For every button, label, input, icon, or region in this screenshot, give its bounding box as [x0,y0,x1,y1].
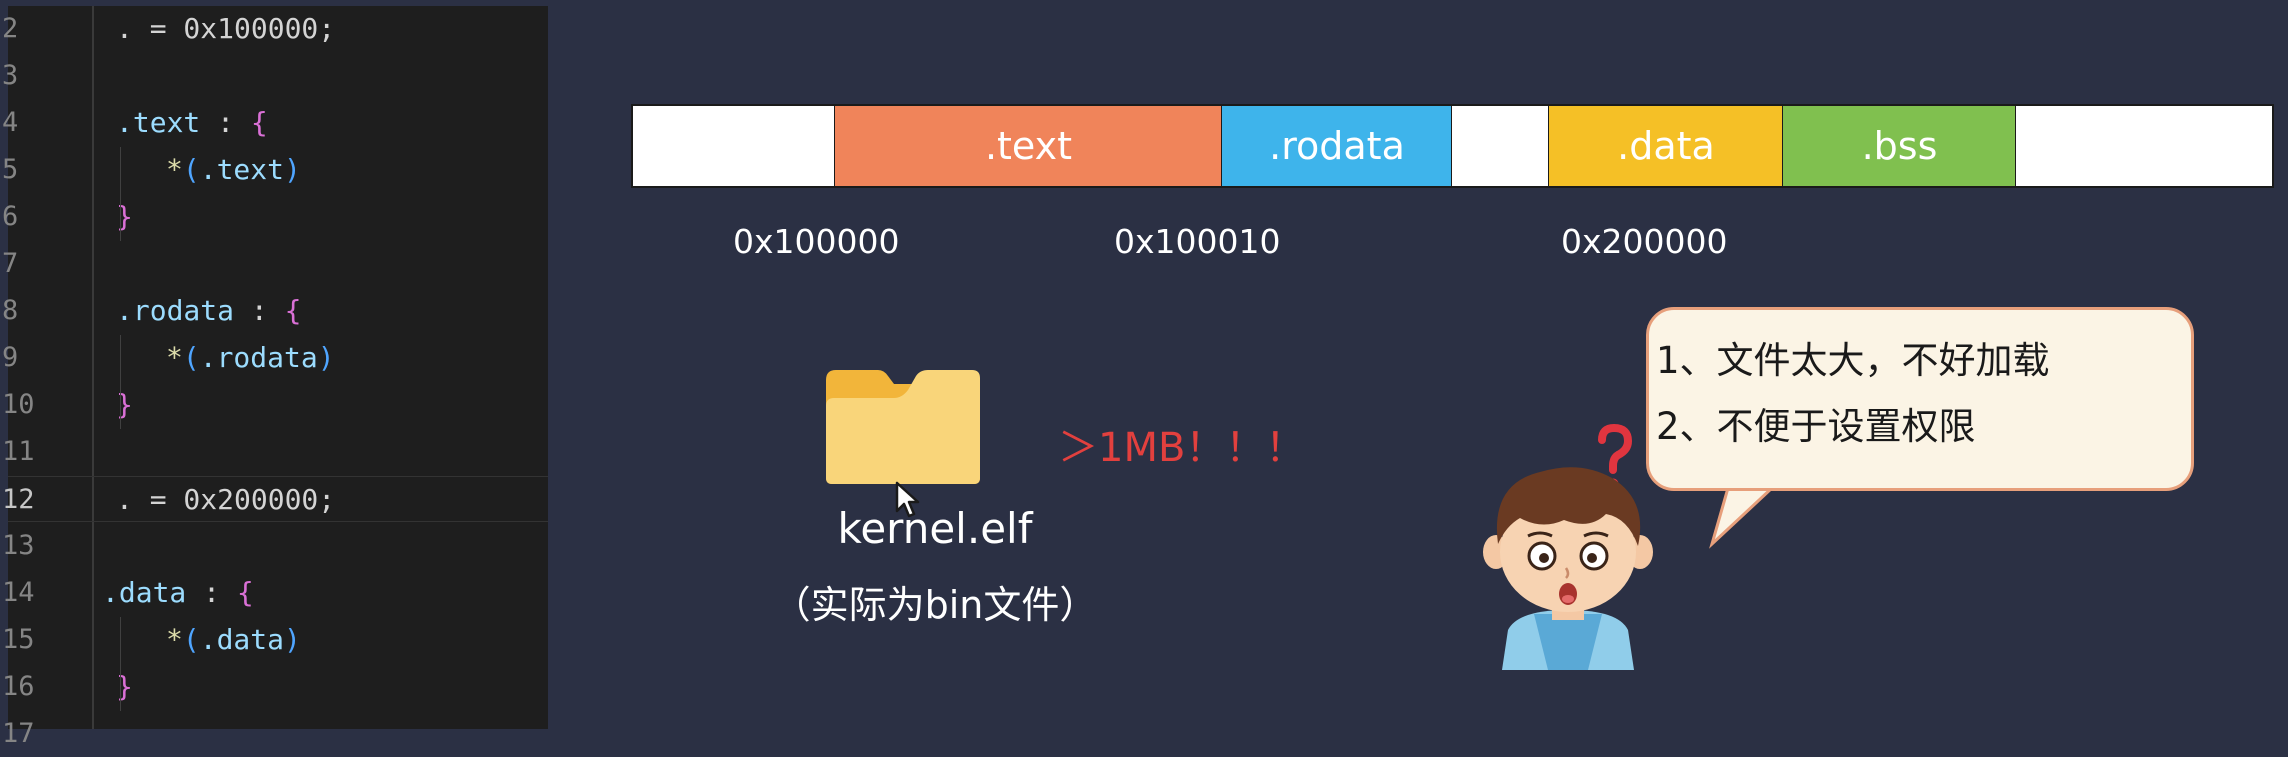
code-line[interactable]: 12 . = 0x200000; [2,476,548,523]
mouse-cursor-icon [895,481,920,518]
code-token: ) [317,341,335,374]
indent-guide [120,335,121,429]
code-line[interactable]: 7 [2,241,548,287]
segment-bss: .bss [1783,106,2016,186]
code-token: . = 0x100000; [116,12,336,45]
code-line[interactable]: 14 .data : { [2,570,548,616]
line-number: 9 [2,342,19,373]
segment-text: .text [835,106,1222,186]
line-number: 2 [2,13,19,44]
code-text: .data : { [102,570,254,616]
line-number: 5 [2,154,19,185]
code-line[interactable]: 9 *(.rodata) [2,335,548,381]
code-text: .text : { [116,100,268,146]
code-token: .data [199,623,285,656]
code-text: *(.data) [166,617,301,663]
code-line[interactable]: 16} [2,664,548,710]
code-text: } [116,194,133,240]
code-line[interactable]: 10} [2,382,548,428]
code-token: . = 0x200000; [116,483,336,516]
address-label-rodata-start: 0x100010 [1114,222,1281,261]
code-token: : [200,106,251,139]
code-token: .text [116,106,201,139]
speech-bubble [1646,307,2194,491]
code-token: } [116,670,133,703]
code-token: .rodata [116,294,235,327]
code-text: } [116,382,133,428]
code-text: .rodata : { [116,288,301,334]
line-number: 10 [2,389,35,420]
code-token: } [116,388,133,421]
code-line[interactable]: 15 *(.data) [2,617,548,663]
code-token: } [116,200,133,233]
file-type-note: （实际为bin文件） [772,583,1098,627]
code-line[interactable]: 5 *(.text) [2,147,548,193]
code-text: . = 0x100000; [116,6,335,52]
code-text: . = 0x200000; [116,477,335,523]
code-text: *(.rodata) [166,335,335,381]
code-token: * [166,623,183,656]
line-number: 14 [2,577,35,608]
code-token: { [284,294,302,327]
code-line[interactable]: 4 .text : { [2,100,548,146]
code-token: .data [102,576,187,609]
code-token: { [250,106,268,139]
segment-empty [633,106,835,186]
code-line[interactable]: 6} [2,194,548,240]
confused-boy-illustration [1483,467,1653,670]
code-token: ( [182,341,200,374]
code-line[interactable]: 2 . = 0x100000; [2,6,548,52]
code-line[interactable]: 8 .rodata : { [2,288,548,334]
line-number: 4 [2,107,19,138]
line-number: 16 [2,671,35,702]
line-number: 7 [2,248,19,279]
line-number: 15 [2,624,35,655]
line-number: 6 [2,201,19,232]
code-text: } [116,664,133,710]
code-token: .rodata [199,341,318,374]
segment-data: .data [1549,106,1783,186]
folder-icon[interactable] [822,366,984,486]
code-line[interactable]: 3 [2,53,548,99]
line-number: 13 [2,530,35,561]
segment-empty [2016,106,2272,186]
indent-guide [120,147,121,241]
code-token: : [186,576,237,609]
segment-empty [1452,106,1549,186]
code-token: ( [182,153,200,186]
code-token: ( [182,623,200,656]
code-token: ) [284,623,301,656]
line-number: 8 [2,295,19,326]
bubble-reason-1: 1、文件太大，不好加载 [1656,339,2050,382]
code-token: * [166,153,183,186]
code-token: * [166,341,183,374]
line-number: 11 [2,436,35,467]
memory-layout-bar: .text.rodata .data.bss [631,104,2274,188]
address-label-text-start: 0x100000 [733,222,900,261]
code-line[interactable]: 11 [2,429,548,475]
file-name-label: kernel.elf [837,504,1033,553]
file-size-warning: ＞1MB！！！ [1058,425,1306,471]
code-line[interactable]: 17 [2,711,548,757]
code-token: ) [284,153,301,186]
code-text: *(.text) [166,147,301,193]
line-number: 12 [2,484,35,515]
segment-rodata: .rodata [1222,106,1452,186]
indent-guide [120,617,121,711]
line-number: 17 [2,718,35,749]
line-number: 3 [2,60,19,91]
code-token: .text [199,153,285,186]
code-token: : [234,294,285,327]
bubble-reason-2: 2、不便于设置权限 [1656,405,1976,448]
code-line[interactable]: 13 [2,523,548,569]
gutter-border [92,6,94,729]
code-token: { [236,576,254,609]
address-label-data-start: 0x200000 [1561,222,1728,261]
